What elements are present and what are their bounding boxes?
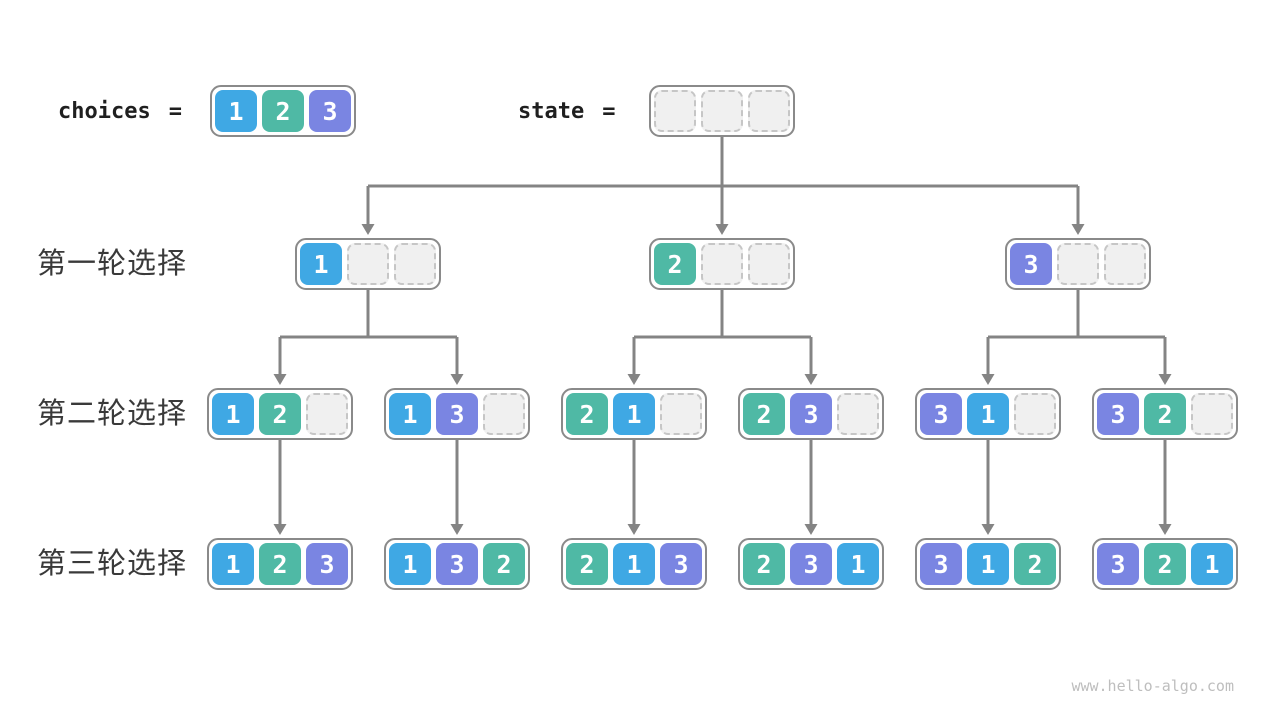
watermark: www.hello-algo.com <box>1071 677 1234 695</box>
cell-empty <box>306 393 348 435</box>
cell-empty <box>394 243 436 285</box>
cell-1: 1 <box>212 393 254 435</box>
cell-empty <box>1104 243 1146 285</box>
cell-empty <box>1191 393 1233 435</box>
cell-3: 3 <box>920 393 962 435</box>
cell-1: 1 <box>215 90 257 132</box>
cell-3: 3 <box>1010 243 1052 285</box>
round-3-label: 第三轮选择 <box>37 548 188 580</box>
cell-empty <box>1014 393 1056 435</box>
cell-empty <box>748 243 790 285</box>
cell-1: 1 <box>613 393 655 435</box>
cell-1: 1 <box>967 543 1009 585</box>
cell-3: 3 <box>660 543 702 585</box>
cell-2: 2 <box>259 543 301 585</box>
cell-2: 2 <box>1014 543 1056 585</box>
cell-3: 3 <box>920 543 962 585</box>
cell-3: 3 <box>436 393 478 435</box>
cell-2: 2 <box>1144 393 1186 435</box>
cell-3: 3 <box>1097 393 1139 435</box>
state-equals-sign: = <box>602 98 616 124</box>
round-1-label: 第一轮选择 <box>37 248 188 280</box>
state-array-box <box>649 85 795 137</box>
cell-1: 1 <box>1191 543 1233 585</box>
choices-expression: choices = <box>58 85 182 137</box>
choices-label: choices <box>58 98 151 124</box>
state-label: state <box>518 98 585 124</box>
cell-2: 2 <box>743 393 785 435</box>
cell-3: 3 <box>790 543 832 585</box>
cell-2: 2 <box>566 543 608 585</box>
cell-1: 1 <box>212 543 254 585</box>
cell-1: 1 <box>389 543 431 585</box>
cell-2: 2 <box>743 543 785 585</box>
cell-3: 3 <box>306 543 348 585</box>
state-expression: state = <box>518 85 615 137</box>
cell-empty <box>701 90 743 132</box>
cell-2: 2 <box>262 90 304 132</box>
cell-3: 3 <box>436 543 478 585</box>
cell-empty <box>483 393 525 435</box>
cell-empty <box>660 393 702 435</box>
cell-2: 2 <box>1144 543 1186 585</box>
cell-empty <box>1057 243 1099 285</box>
cell-1: 1 <box>613 543 655 585</box>
cell-empty <box>701 243 743 285</box>
state-box-round1: 3 <box>1005 238 1151 290</box>
cell-empty <box>347 243 389 285</box>
cell-2: 2 <box>654 243 696 285</box>
state-box-round1: 2 <box>649 238 795 290</box>
cell-empty <box>654 90 696 132</box>
cell-2: 2 <box>259 393 301 435</box>
cell-3: 3 <box>1097 543 1139 585</box>
cell-1: 1 <box>389 393 431 435</box>
cell-2: 2 <box>566 393 608 435</box>
state-box-round1: 1 <box>295 238 441 290</box>
cell-2: 2 <box>483 543 525 585</box>
cell-1: 1 <box>300 243 342 285</box>
cell-3: 3 <box>309 90 351 132</box>
cell-3: 3 <box>790 393 832 435</box>
cell-1: 1 <box>837 543 879 585</box>
cell-empty <box>837 393 879 435</box>
choices-equals-sign: = <box>168 98 182 124</box>
cell-1: 1 <box>967 393 1009 435</box>
cell-empty <box>748 90 790 132</box>
round-2-label: 第二轮选择 <box>37 398 188 430</box>
